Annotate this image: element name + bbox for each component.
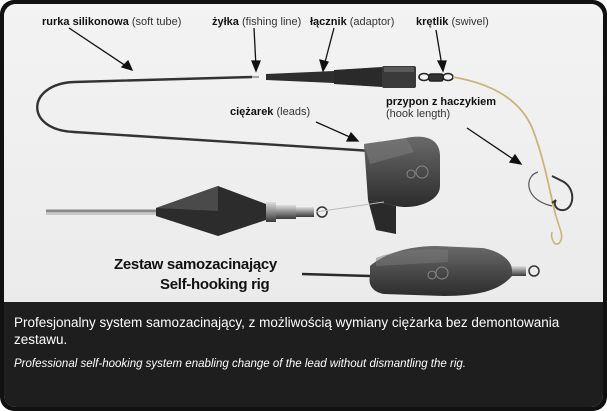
rig-title-pl: Zestaw samozacinający [114, 256, 277, 273]
caption-polish: Profesjonalny system samozacinający, z m… [14, 315, 560, 347]
label-leads: ciężarek (leads) [230, 106, 311, 118]
label-soft-tube: rurka silikonowa (soft tube) [42, 16, 182, 28]
diagram-area: rurka silikonowa (soft tube) żyłka (fish… [4, 4, 603, 302]
rig-illustration [36, 27, 574, 296]
label-adaptor: łącznik (adaptor) [310, 16, 395, 28]
label-hook-length: przypon z haczykiem (hook length) [386, 96, 497, 120]
adaptor-icon [266, 66, 416, 88]
label-fishing-line: żyłka (fishing line) [212, 16, 302, 28]
soft-tube [36, 75, 373, 153]
lead-clip-assembly [46, 186, 385, 236]
swivel-icon [418, 72, 454, 82]
lead-upper-icon [364, 136, 440, 234]
caption-english: Professional self-hooking system enablin… [14, 358, 466, 370]
caption-box: Profesjonalny system samozacinający, z m… [4, 302, 603, 407]
label-swivel: krętlik (swivel) [416, 16, 489, 28]
lead-lower-icon [301, 246, 540, 296]
hook-length [452, 76, 574, 245]
pointer-lines [68, 27, 523, 165]
rig-title-en: Self-hooking rig [160, 276, 270, 293]
hook-icon [551, 175, 574, 212]
figure-panel: rurka silikonowa (soft tube) żyłka (fish… [4, 4, 603, 407]
